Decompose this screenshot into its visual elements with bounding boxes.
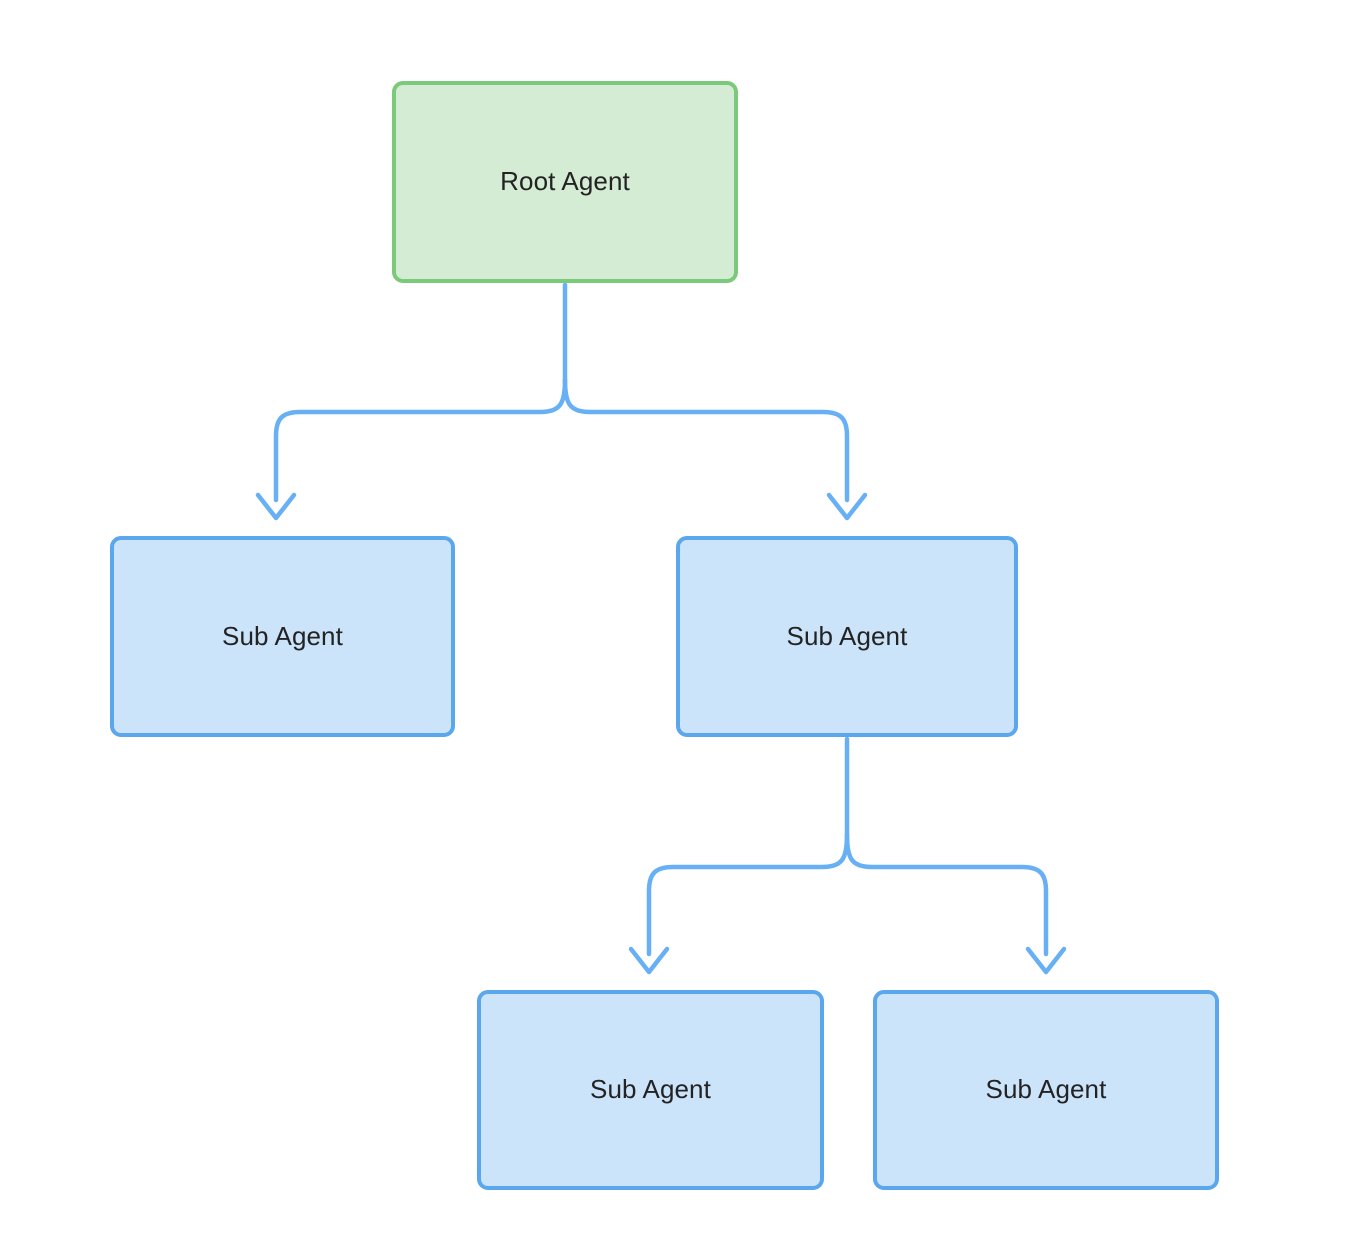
edge-root-to-sub2 xyxy=(562,377,850,503)
arrowhead-root-to-sub2 xyxy=(826,492,868,521)
node-sub-agent-1[interactable]: Sub Agent xyxy=(110,536,455,737)
edge-root-to-sub1 xyxy=(273,377,568,503)
edge-sub2-to-sub4 xyxy=(844,832,1049,957)
node-sub-agent-4[interactable]: Sub Agent xyxy=(873,990,1219,1190)
node-label-sub-agent-2: Sub Agent xyxy=(786,620,908,651)
node-label-sub-agent-1: Sub Agent xyxy=(222,620,343,651)
node-sub-agent-2[interactable]: Sub Agent xyxy=(676,536,1018,737)
node-label-root-agent: Root Agent xyxy=(500,166,630,197)
node-label-sub-agent-3: Sub Agent xyxy=(590,1074,711,1105)
arrowhead-root-to-sub1 xyxy=(255,492,297,521)
arrowhead-sub2-to-sub4 xyxy=(1025,946,1067,975)
edge-sub2-to-sub3 xyxy=(646,832,850,957)
node-sub-agent-3[interactable]: Sub Agent xyxy=(477,990,824,1190)
node-root-agent[interactable]: Root Agent xyxy=(392,81,738,283)
arrowhead-sub2-to-sub3 xyxy=(628,946,670,975)
node-label-sub-agent-4: Sub Agent xyxy=(985,1074,1107,1105)
